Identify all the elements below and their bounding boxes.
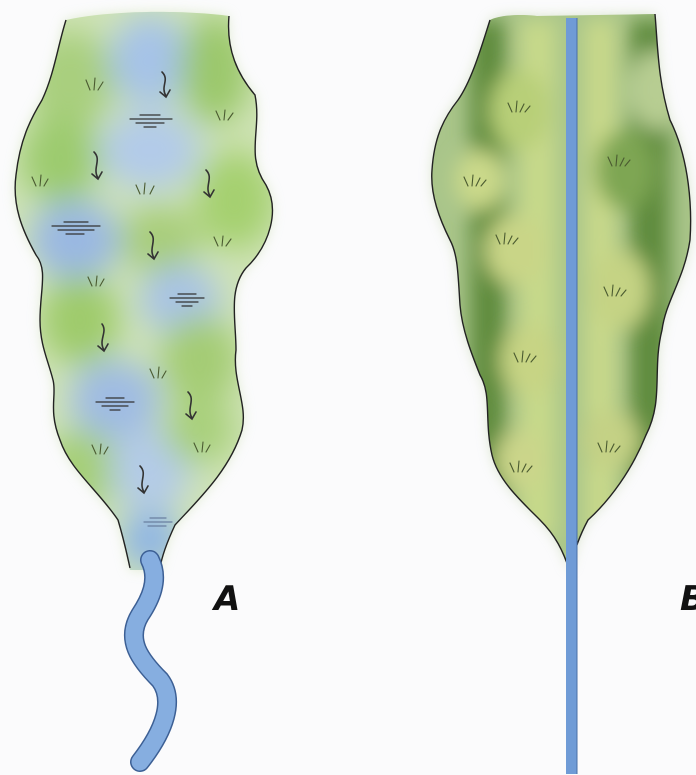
- drainage-channel: [566, 18, 577, 774]
- panel-b-drained-field: [420, 0, 696, 774]
- panel-a-label: A: [214, 582, 240, 616]
- panel-b-fill: [420, 0, 696, 600]
- panel-a-wetland: [0, 0, 300, 762]
- panel-a-fill: [0, 0, 300, 600]
- panel-b-label: B: [680, 582, 696, 616]
